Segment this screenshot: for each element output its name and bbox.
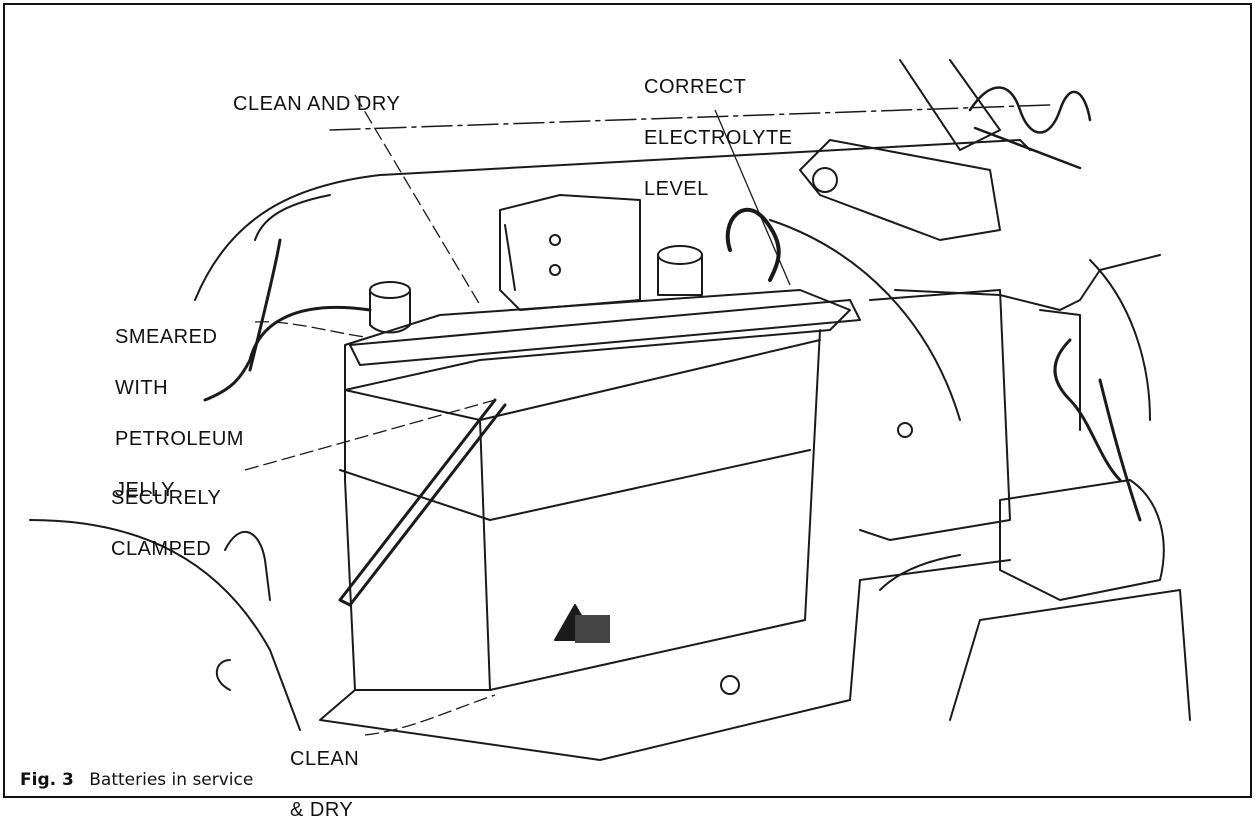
label-securely-clamped: SECURELY CLAMPED [111, 487, 222, 560]
figure-number: Fig. 3 [20, 770, 74, 790]
figure-frame [3, 3, 1252, 798]
label-clean-and-dry-bottom: CLEAN & DRY [290, 748, 360, 821]
leader-electrolyte [714, 109, 791, 286]
figure-caption: Fig. 3 Batteries in service [20, 770, 253, 790]
leader-smeared [254, 321, 366, 338]
figure-caption-text: Batteries in service [89, 770, 254, 790]
body-panel-outline [194, 139, 1031, 301]
battery-compartment-illustration [29, 59, 1191, 761]
leader-clean-and-dry [354, 94, 481, 306]
terminal-right [657, 245, 703, 296]
clamp-rod [338, 398, 507, 607]
terminal-left [369, 281, 411, 334]
label-correct-electrolyte-level: CORRECT ELECTROLYTE LEVEL [644, 76, 793, 200]
battery-front [344, 329, 821, 691]
label-clean-and-dry: CLEAN AND DRY [233, 93, 401, 115]
hinge-arm [799, 139, 1001, 241]
electrolyte-cable [725, 207, 781, 282]
battery-top [344, 289, 851, 391]
label-smeared-with-petroleum-jelly: SMEARED WITH PETROLEUM JELLY [115, 326, 244, 501]
leader-securely-clamped [244, 399, 496, 471]
clamp-bar [349, 299, 861, 366]
leader-clean-dry-bottom [364, 694, 496, 736]
